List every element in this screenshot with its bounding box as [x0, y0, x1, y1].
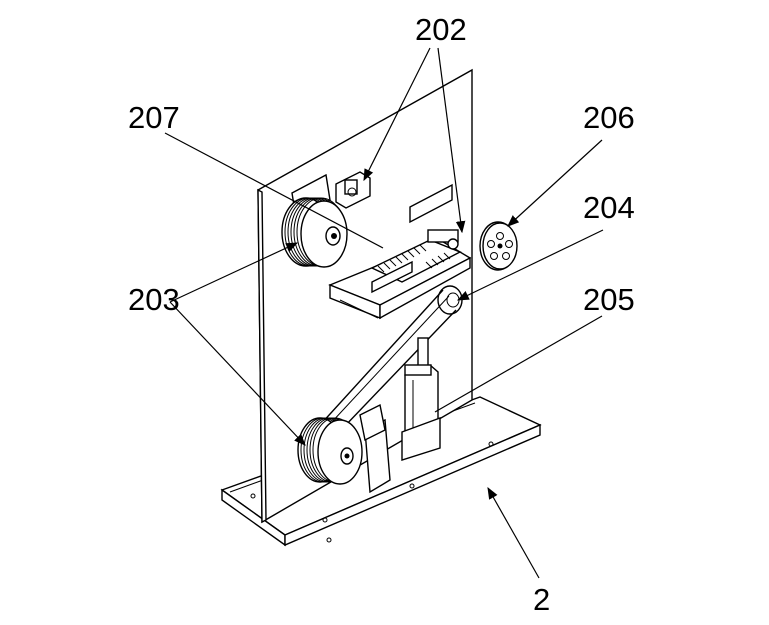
- label-204: 204: [583, 190, 635, 225]
- comb-assembly: [370, 229, 462, 294]
- plate-slot: [409, 183, 453, 224]
- pneumatic-cylinder: [401, 337, 441, 461]
- label-206: 206: [583, 100, 635, 135]
- label-203: 203: [128, 282, 180, 317]
- label-207: 207: [128, 100, 180, 135]
- lower-reel: [297, 417, 363, 485]
- leader-lines: [164, 47, 604, 579]
- label-205: 205: [583, 282, 635, 317]
- motor-block: [359, 403, 391, 494]
- pulley-wheel: [479, 221, 518, 271]
- label-2: 2: [533, 582, 550, 617]
- label-202: 202: [415, 12, 467, 47]
- upper-clamp: [335, 171, 371, 209]
- drive-belt: [319, 289, 457, 429]
